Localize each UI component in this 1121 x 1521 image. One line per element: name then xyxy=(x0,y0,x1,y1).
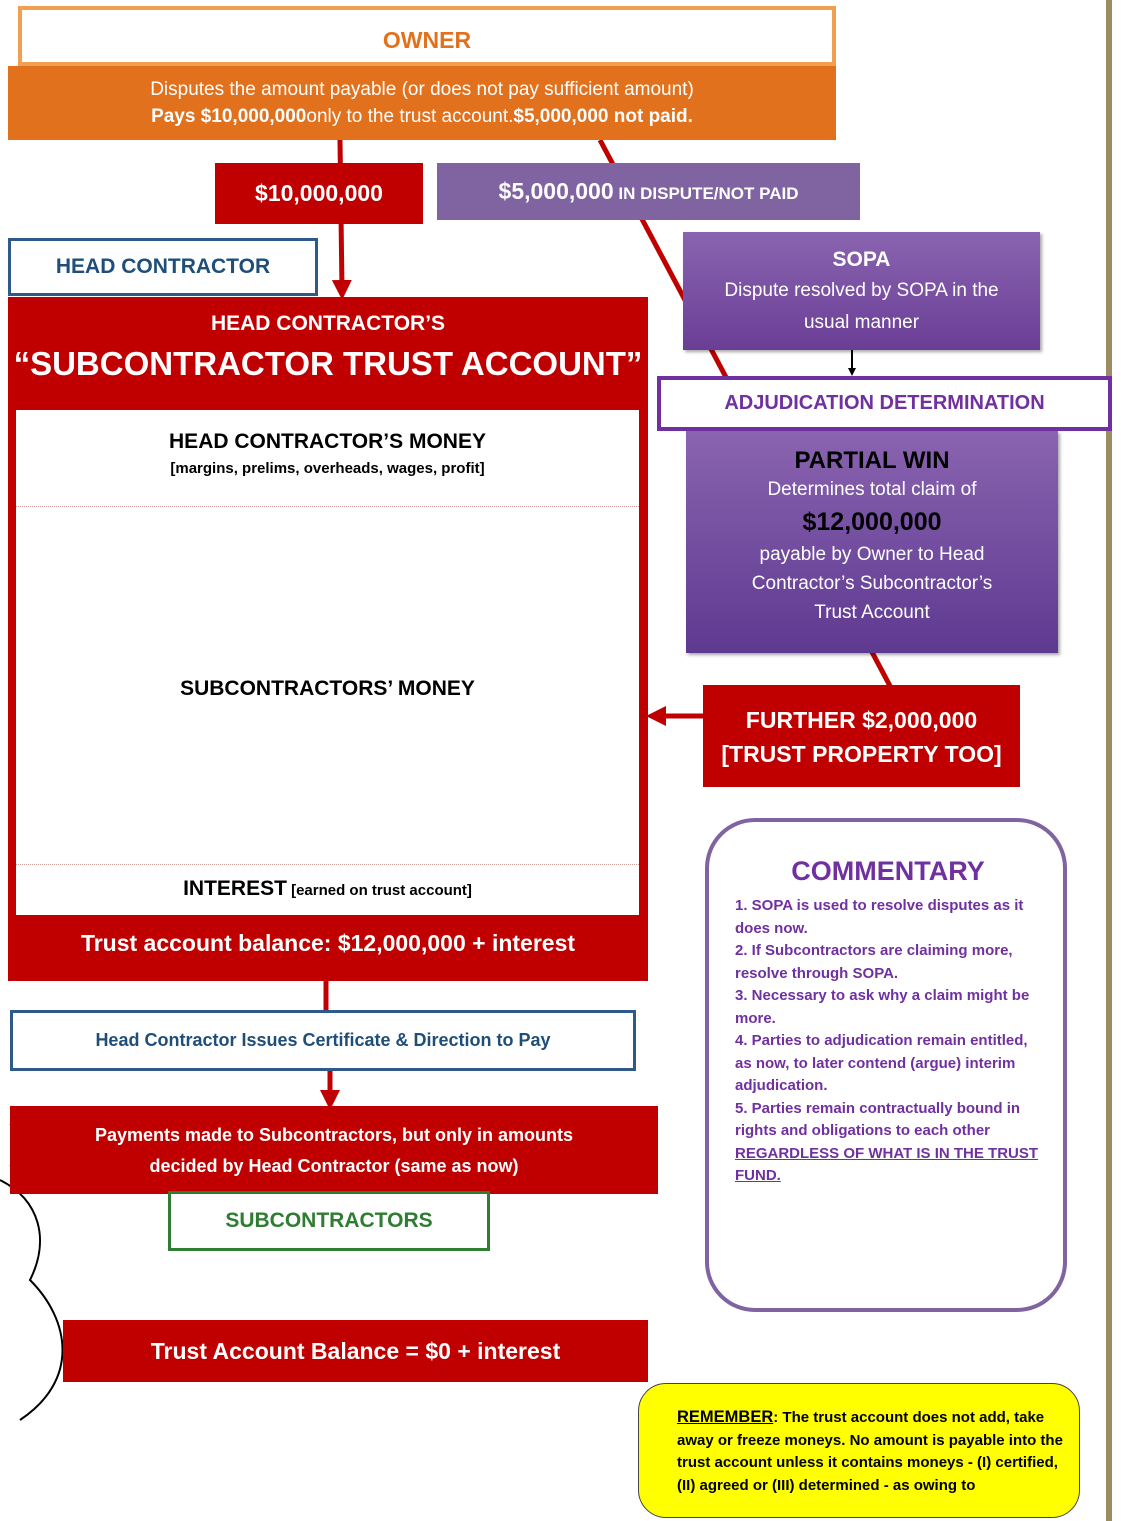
partial-win-amount: $12,000,000 xyxy=(802,508,942,536)
partial-win-box: PARTIAL WIN Determines total claim of $1… xyxy=(686,431,1058,653)
owner-line-2: Pays $10,000,000only to the trust accoun… xyxy=(8,103,836,130)
remember-label: REMEMBER xyxy=(677,1408,774,1426)
certificate-box: Head Contractor Issues Certificate & Dir… xyxy=(10,1010,636,1071)
partial-win-line-1: Determines total claim of xyxy=(767,479,977,500)
owner-title: OWNER xyxy=(18,6,836,66)
hc-money-detail: [margins, prelims, overheads, wages, pro… xyxy=(170,460,485,477)
trust-balance-text: Trust account balance: $12,000,000 + int… xyxy=(80,930,576,956)
commentary-box: COMMENTARY 1. SOPA is used to resolve di… xyxy=(705,818,1067,1312)
interest-detail: [earned on trust account] xyxy=(286,882,472,899)
commentary-item: 3. Necessary to ask why a claim might be… xyxy=(735,987,1030,1027)
adjudication-label: ADJUDICATION DETERMINATION xyxy=(657,376,1112,431)
right-border-rule xyxy=(1106,0,1112,1521)
commentary-item: 1. SOPA is used to resolve disputes as i… xyxy=(735,897,1024,937)
sopa-line-2: usual manner xyxy=(803,312,920,333)
commentary-item-5-underlined: REGARDLESS OF WHAT IS IN THE TRUST FUND. xyxy=(735,1144,1039,1185)
commentary-item: 2. If Subcontractors are claiming more, … xyxy=(735,942,1013,982)
owner-line-1: Disputes the amount payable (or does not… xyxy=(150,79,694,100)
partial-win-line-2: payable by Owner to Head xyxy=(759,544,985,565)
sopa-box: SOPA Dispute resolved by SOPA in the usu… xyxy=(683,232,1040,350)
subcontractors-money-section: SUBCONTRACTORS’ MONEY xyxy=(16,507,639,864)
hc-money-heading: HEAD CONTRACTOR’S MONEY xyxy=(169,430,486,453)
commentary-item: 5. Parties remain contractually bound in… xyxy=(735,1098,1041,1188)
further-amount-box: FURTHER $2,000,000 [TRUST PROPERTY TOO] xyxy=(703,685,1020,787)
dispute-label: IN DISPUTE/NOT PAID xyxy=(613,184,799,203)
trust-title-line-1: HEAD CONTRACTOR’S xyxy=(210,312,446,335)
owner-unpaid-amount: $5,000,000 not paid. xyxy=(513,106,693,127)
commentary-item: 4. Parties to adjudication remain entitl… xyxy=(735,1032,1028,1094)
remember-text: : The trust account does not add, take a… xyxy=(677,1409,1063,1494)
partial-win-line-3: Contractor’s Subcontractor’s xyxy=(751,573,993,594)
payments-line-1: Payments made to Subcontractors, but onl… xyxy=(94,1125,574,1145)
commentary-title: COMMENTARY xyxy=(791,856,985,886)
trust-title-line-2: “SUBCONTRACTOR TRUST ACCOUNT” xyxy=(13,345,643,382)
dispute-amount: $5,000,000 xyxy=(498,178,614,204)
owner-paid-amount: Pays $10,000,000 xyxy=(151,106,307,127)
payments-line-2: decided by Head Contractor (same as now) xyxy=(149,1156,519,1176)
commentary-item-5-text: 5. Parties remain contractually bound in… xyxy=(735,1099,1021,1140)
sopa-line-1: Dispute resolved by SOPA in the xyxy=(724,280,999,301)
commentary-list: 1. SOPA is used to resolve disputes as i… xyxy=(735,895,1041,1188)
head-contractor-label: HEAD CONTRACTOR xyxy=(8,238,318,296)
payments-box: Payments made to Subcontractors, but onl… xyxy=(10,1106,658,1194)
owner-paid-note: only to the trust account. xyxy=(306,106,514,127)
sopa-title: SOPA xyxy=(832,248,891,271)
remember-note: REMEMBER: The trust account does not add… xyxy=(638,1383,1080,1518)
subcontractors-label: SUBCONTRACTORS xyxy=(168,1191,490,1251)
partial-win-line-4: Trust Account xyxy=(814,602,930,623)
amount-paid-box: $10,000,000 xyxy=(215,163,423,224)
interest-section: INTEREST [earned on trust account] xyxy=(16,864,639,915)
final-balance-box: Trust Account Balance = $0 + interest xyxy=(63,1320,648,1382)
further-line-1: FURTHER $2,000,000 xyxy=(745,707,978,733)
partial-win-title: PARTIAL WIN xyxy=(794,447,950,474)
interest-heading: INTEREST xyxy=(183,877,287,900)
owner-description: Disputes the amount payable (or does not… xyxy=(8,66,836,140)
amount-dispute-box: $5,000,000 IN DISPUTE/NOT PAID xyxy=(437,163,860,220)
head-contractor-money-section: HEAD CONTRACTOR’S MONEY [margins, prelim… xyxy=(16,410,639,507)
further-line-2: [TRUST PROPERTY TOO] xyxy=(721,741,1002,767)
